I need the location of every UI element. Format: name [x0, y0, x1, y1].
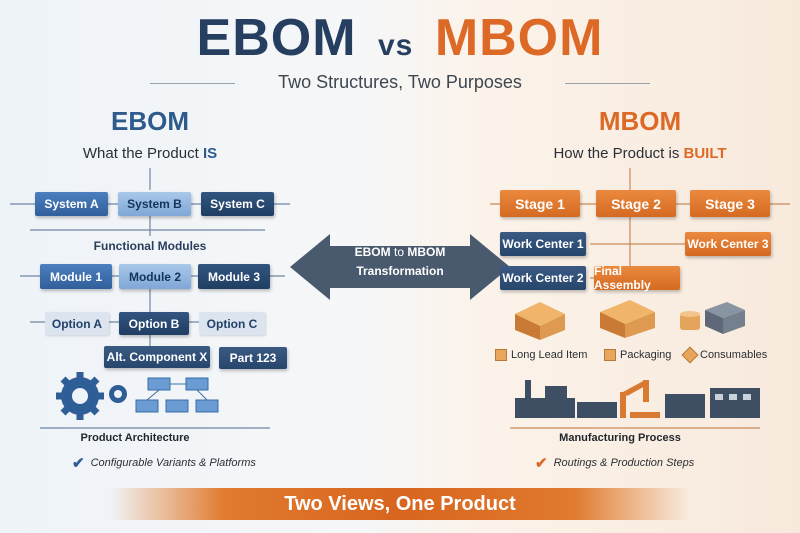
title-mbom: MBOM	[434, 9, 604, 67]
subtitle-rule-left	[150, 83, 235, 84]
system-a-box: System A	[35, 192, 108, 216]
transformation-line-1: EBOM to MBOM	[330, 243, 470, 262]
mbom-note-text: Routings & Production Steps	[553, 457, 695, 469]
mbom-note: ✔ Routings & Production Steps	[535, 454, 694, 472]
transformation-from: EBOM	[354, 245, 391, 259]
consumables-icon	[681, 346, 699, 364]
checkmark-icon: ✔	[535, 455, 548, 472]
part-123-box: Part 123	[219, 347, 287, 369]
subtitle: Two Structures, Two Purposes	[278, 72, 522, 92]
stage-3-box: Stage 3	[690, 190, 770, 217]
final-assembly-box: Final Assembly	[594, 264, 680, 292]
product-architecture-label: Product Architecture	[80, 432, 190, 444]
mbom-tagline-text: How the Product is	[553, 145, 680, 162]
work-center-2-box: Work Center 2	[500, 266, 586, 290]
stage-2-box: Stage 2	[596, 190, 676, 217]
packaging-label: Packaging	[620, 349, 672, 361]
consumables-label: Consumables	[700, 349, 768, 361]
box-icon	[495, 349, 507, 361]
bottom-banner: Two Views, One Product	[110, 488, 690, 520]
ebom-tagline-emphasis: IS	[202, 145, 218, 162]
module-1-box: Module 1	[40, 264, 112, 289]
long-lead-item-label: Long Lead Item	[511, 349, 588, 361]
manufacturing-process-label: Manufacturing Process	[559, 432, 681, 444]
checkmark-icon: ✔	[72, 455, 85, 472]
mbom-heading: MBOM	[598, 106, 682, 136]
work-center-1-box: Work Center 1	[500, 232, 586, 256]
transformation-target: MBOM	[407, 245, 446, 259]
transformation-arrow	[290, 234, 510, 300]
transformation-to-word: to	[393, 245, 404, 259]
module-3-box: Module 3	[198, 264, 270, 289]
factory-icon	[515, 380, 760, 418]
functional-modules-label: Functional Modules	[93, 239, 207, 253]
option-b-box: Option B	[119, 312, 189, 335]
title-ebom: EBOM	[196, 9, 357, 67]
ebom-note-text: Configurable Variants & Platforms	[90, 457, 256, 469]
ebom-note: ✔ Configurable Variants & Platforms	[72, 454, 256, 472]
stage-1-box: Stage 1	[500, 190, 580, 217]
subtitle-rule-right	[565, 83, 650, 84]
gear-icon	[56, 372, 219, 420]
option-a-box: Option A	[45, 312, 109, 335]
title-vs: vs	[377, 29, 414, 62]
ebom-tagline: What the Product IS	[20, 145, 280, 162]
transformation-line-2: Transformation	[356, 264, 444, 278]
work-center-3-box: Work Center 3	[685, 232, 771, 256]
mbom-tagline: How the Product is BUILT	[510, 145, 770, 162]
packages-icon	[515, 300, 745, 340]
alt-component-box: Alt. Component X	[104, 346, 210, 368]
package-icon	[604, 349, 616, 361]
ebom-tagline-text: What the Product	[82, 145, 199, 162]
module-2-box: Module 2	[119, 264, 191, 289]
system-c-box: System C	[201, 192, 274, 216]
consumables-item: Consumables	[681, 346, 768, 364]
option-c-box: Option C	[199, 312, 265, 335]
transformation-label: EBOM to MBOM Transformation	[330, 243, 470, 281]
system-b-box: System B	[118, 192, 191, 216]
main-title: EBOM vs MBOM	[0, 8, 800, 68]
long-lead-item: Long Lead Item	[495, 349, 587, 361]
packaging-item: Packaging	[604, 349, 671, 361]
mbom-tagline-emphasis: BUILT	[683, 145, 727, 162]
ebom-heading: EBOM	[111, 106, 189, 136]
